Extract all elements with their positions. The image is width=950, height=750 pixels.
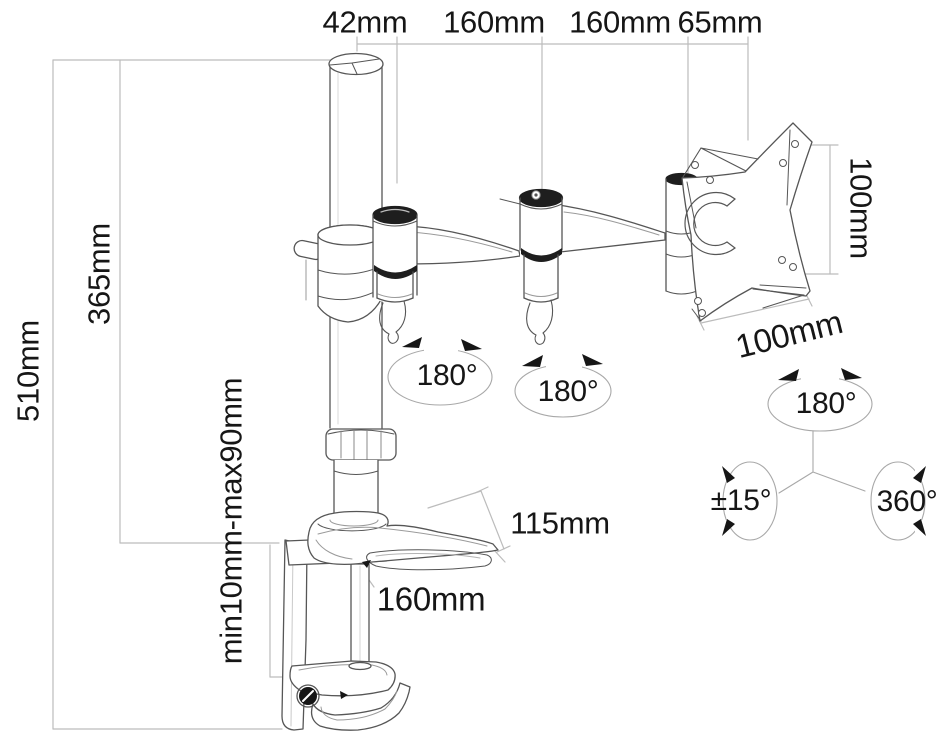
clamp-bottom-tray xyxy=(310,682,411,731)
pole-lower xyxy=(333,459,379,518)
desk-clamp xyxy=(281,536,411,731)
cable-hook-1 xyxy=(379,300,407,344)
mount-collar xyxy=(293,224,383,323)
vesa-plate xyxy=(681,122,813,322)
dim-height-365: 365mm xyxy=(81,223,117,325)
dim-vesa-100-vertical: 100mm xyxy=(843,157,879,259)
rotation-ellipse-tilt xyxy=(722,461,778,541)
vesa-screw-holes xyxy=(691,140,799,317)
rotation-ellipse-rotate xyxy=(870,461,926,541)
rotation-head-swivel-label: 180° xyxy=(795,387,857,420)
rotation-arm2-label: 180° xyxy=(537,375,599,408)
dim-clamp-range: min10mm-max90mm xyxy=(213,377,249,665)
dim-top-160-1: 160mm xyxy=(443,4,545,40)
base-pad xyxy=(366,549,492,571)
cable-hook-2 xyxy=(526,299,554,345)
rotation-tilt-label: ±15° xyxy=(710,484,772,517)
rotation-connector-lines xyxy=(778,430,866,494)
arm-1 xyxy=(403,225,521,265)
pole-cap xyxy=(328,52,384,76)
rotation-arrowheads xyxy=(402,337,926,536)
base-foot xyxy=(307,510,499,571)
arm-2 xyxy=(499,198,666,253)
dim-top-65: 65mm xyxy=(677,4,763,40)
clamp-jaw xyxy=(289,660,396,697)
arm-joint-1 xyxy=(372,205,418,304)
dim-top-42: 42mm xyxy=(322,4,408,40)
rotation-indicators xyxy=(387,337,929,541)
height-ring xyxy=(325,428,397,461)
tilt-bracket xyxy=(684,191,736,256)
dim-height-510: 510mm xyxy=(10,320,46,422)
dim-base-115: 115mm xyxy=(510,505,610,541)
clamp-screw-knob xyxy=(296,684,348,708)
arm-joint-2 xyxy=(518,188,564,304)
rotation-arm1-label: 180° xyxy=(416,359,478,392)
dim-top-160-2: 160mm xyxy=(569,4,671,40)
rotation-360-label: 360° xyxy=(876,485,938,518)
dim-base-160: 160mm xyxy=(376,580,486,618)
